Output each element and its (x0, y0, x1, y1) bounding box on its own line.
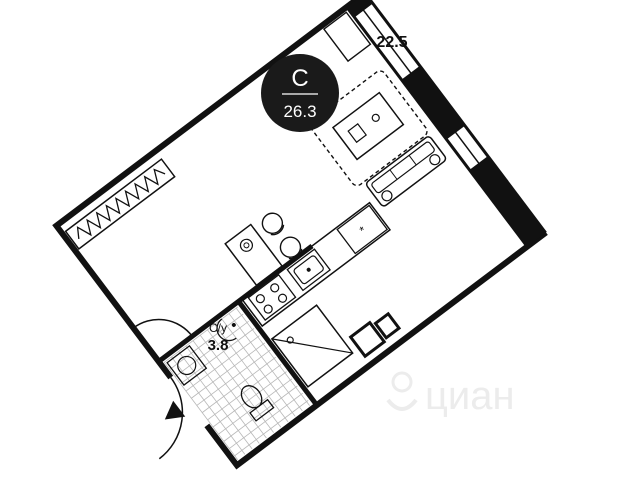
wardrobe (322, 11, 372, 63)
tile-line (218, 378, 293, 435)
vent-shaft-2 (373, 311, 402, 340)
stove-icon (247, 273, 297, 321)
bar-counter (224, 223, 284, 287)
washing-machine-icon (166, 344, 208, 386)
coffee-table-icon (331, 91, 405, 161)
bathroom-name-label: С/у (209, 321, 227, 335)
total-area-label: 26.3 (283, 102, 316, 121)
bath-sink-icon (216, 318, 237, 342)
tile-line (180, 328, 255, 385)
tile-line (207, 364, 282, 421)
tile-line (185, 345, 260, 444)
badge-circle (261, 54, 339, 132)
watermark: циан (386, 371, 515, 418)
tile-line (171, 356, 246, 455)
bathroom-tiles (163, 306, 310, 460)
bar-stool-2 (279, 236, 303, 260)
tile-line (163, 362, 239, 460)
window-bottom-pane (454, 131, 480, 165)
radiator-icon (64, 158, 176, 250)
living-area-label: 22.5 (376, 34, 407, 51)
bath-door-arc (132, 318, 193, 337)
tile-line (201, 356, 276, 413)
kitchen-sink-icon (286, 248, 332, 292)
bath-wall (236, 299, 319, 407)
tile-line (169, 313, 244, 370)
tile-line (221, 318, 296, 417)
tile-line (223, 385, 298, 442)
sofa-icon (365, 136, 447, 207)
tile-line (228, 313, 303, 412)
fridge-icon: * (336, 204, 389, 255)
tile-line (229, 392, 304, 449)
kitchen-counter: * (240, 201, 392, 328)
tile-line (235, 307, 310, 406)
tile-line (192, 340, 267, 439)
entry-door (158, 375, 211, 460)
apartment-outline: * (52, 0, 548, 470)
carpet (309, 70, 428, 187)
tile-line (178, 351, 253, 450)
vent-shaft-1 (348, 320, 387, 359)
tile-line (185, 335, 260, 392)
tile-line (234, 400, 309, 457)
tile-line (174, 320, 249, 378)
bar-stool-1 (261, 212, 285, 236)
toilet-icon (240, 385, 275, 422)
entrance-arrow-icon (164, 400, 186, 420)
watermark-logo-icon (386, 371, 418, 411)
shower-icon (270, 304, 354, 388)
tile-line (212, 371, 287, 428)
tile-line (191, 342, 266, 399)
svg-text:*: * (357, 223, 369, 237)
watermark-text: циан (425, 374, 515, 418)
tile-line (164, 306, 239, 363)
tile-line (196, 349, 271, 406)
window-top-pane (362, 9, 412, 74)
apartment-badge: С 26.3 (261, 54, 339, 132)
apartment-type-label: С (291, 65, 308, 92)
bathroom-area-label: 3.8 (208, 337, 229, 354)
